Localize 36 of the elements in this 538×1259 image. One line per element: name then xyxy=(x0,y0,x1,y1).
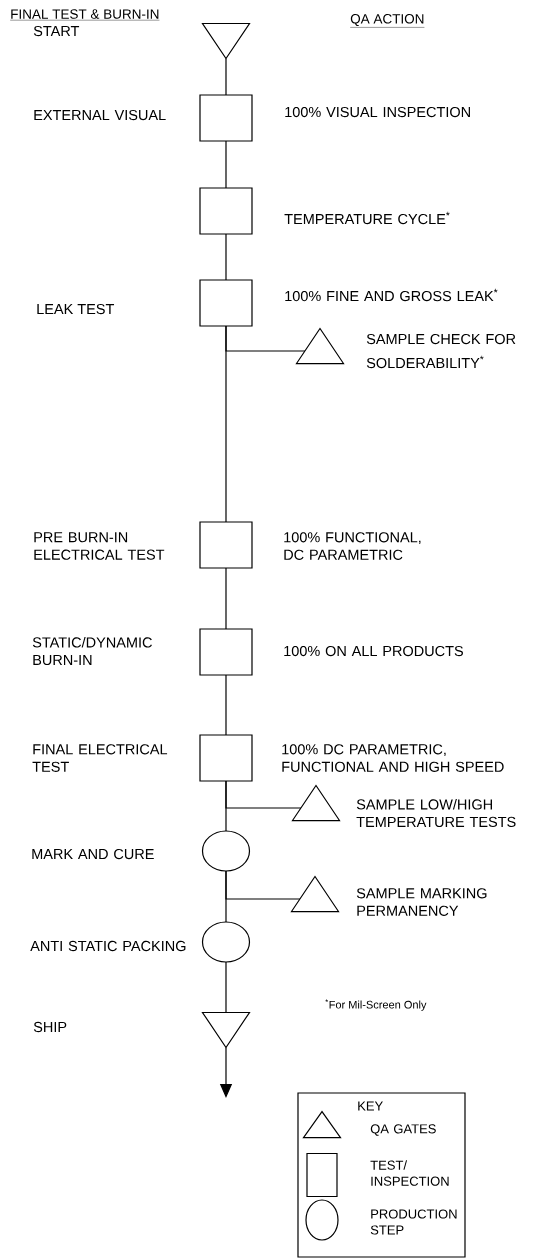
connector-line xyxy=(225,567,227,630)
step-label: STATIC/DYNAMIC BURN-IN xyxy=(32,636,152,666)
terminal-triangle xyxy=(201,22,251,60)
connector-line xyxy=(225,780,227,832)
legend-text: TEST/ INSPECTION xyxy=(370,1160,449,1186)
connector-line xyxy=(225,870,227,923)
step-label: LEAK TEST xyxy=(37,303,114,315)
qa-action-text: 100% ON ALL PRODUCTS xyxy=(284,645,463,657)
step-label: PRE BURN-IN ELECTRICAL TEST xyxy=(34,532,165,560)
connector-line xyxy=(225,674,227,736)
qa-action-text: TEMPERATURE CYCLE$^{*}$ xyxy=(284,211,450,225)
qa-action-text: 100% DC PARAMETRIC, FUNCTIONAL AND HIGH SPEED xyxy=(282,744,504,772)
qa-action-text: 100% FUNCTIONAL, DC PARAMETRIC xyxy=(284,532,421,560)
qa-gate-text: SAMPLE LOW/HIGH TEMPERATURE TESTS xyxy=(356,798,516,828)
connector-line xyxy=(225,325,227,523)
step-label: MARK AND CURE xyxy=(32,848,154,860)
connector-line xyxy=(225,140,227,189)
connector-line xyxy=(225,57,227,96)
column-heading: QA ACTION xyxy=(350,14,425,28)
connector-line xyxy=(225,961,227,1014)
legend-text: QA GATES xyxy=(370,1124,436,1136)
qa-action-text: 100% FINE AND GROSS LEAK$^{*}$ xyxy=(285,288,498,302)
step-label: ANTI STATIC PACKING xyxy=(30,940,186,952)
step-label: SHIP xyxy=(33,1021,67,1033)
legend-title: KEY xyxy=(358,1101,383,1111)
column-heading: FINAL TEST & BURN-IN xyxy=(10,9,160,21)
connector-line xyxy=(225,233,227,281)
legend-text: PRODUCTION STEP xyxy=(370,1209,457,1235)
qa-gate-text: SAMPLE MARKING PERMANENCY xyxy=(356,888,487,916)
qa-action-text: 100% VISUAL INSPECTION xyxy=(285,106,470,118)
terminal-triangle xyxy=(201,1011,251,1049)
step-label: START xyxy=(33,25,80,37)
qa-gate-text: SAMPLE CHECK FOR SOLDERABILITY$^{*}$ xyxy=(366,333,516,369)
step-label: EXTERNAL VISUAL xyxy=(34,109,166,121)
step-label: FINAL ELECTRICAL TEST xyxy=(32,744,168,772)
footnote: $^{*}$For Mil-Screen Only xyxy=(325,999,427,1011)
